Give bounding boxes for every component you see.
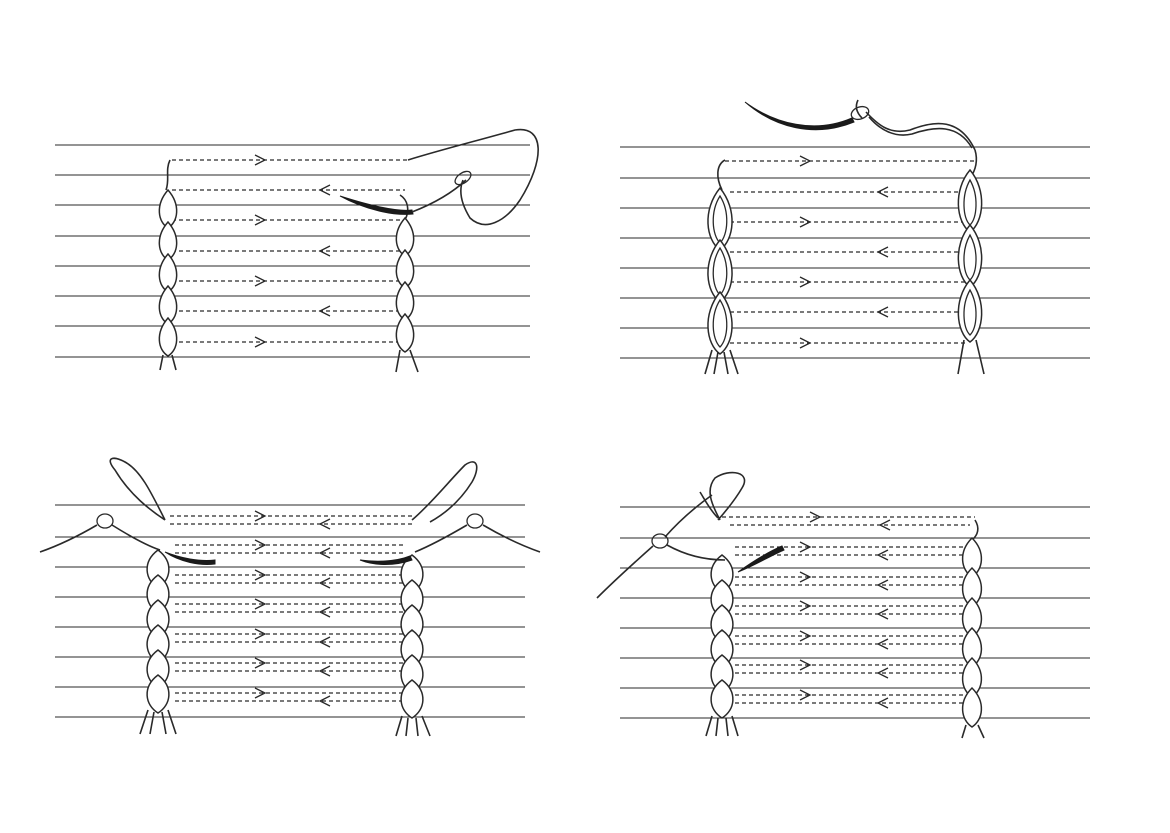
panel-3-left-chain xyxy=(139,549,177,735)
panel-1-stitch-rows xyxy=(172,154,410,348)
panel-2-needle xyxy=(744,99,976,151)
panel-4-needle xyxy=(596,471,785,599)
panel-4-right-chain xyxy=(961,519,985,739)
panel-3-right-chain xyxy=(395,554,431,737)
panel-4-guide-lines xyxy=(620,506,1090,719)
panel-3 xyxy=(39,457,541,737)
panel-2-stitch-rows xyxy=(725,155,975,349)
panel-1 xyxy=(55,128,539,373)
panel-3-left-needle xyxy=(39,457,216,565)
panel-2 xyxy=(620,99,1090,375)
panel-3-right-needle xyxy=(359,461,541,565)
panel-1-right-chain xyxy=(395,194,419,373)
panel-2-left-chain xyxy=(704,159,739,375)
panel-2-right-chain xyxy=(957,149,985,375)
panel-4 xyxy=(596,471,1090,739)
panel-1-guide-lines xyxy=(55,144,530,358)
panel-4-left-chain xyxy=(705,554,739,737)
panel-1-needle xyxy=(339,128,539,226)
panel-3-guide-lines xyxy=(55,504,525,718)
panel-3-stitch-rows xyxy=(170,510,415,707)
panel-1-left-chain xyxy=(158,159,178,371)
panel-4-stitch-rows xyxy=(722,511,975,709)
panel-2-guide-lines xyxy=(620,146,1090,359)
